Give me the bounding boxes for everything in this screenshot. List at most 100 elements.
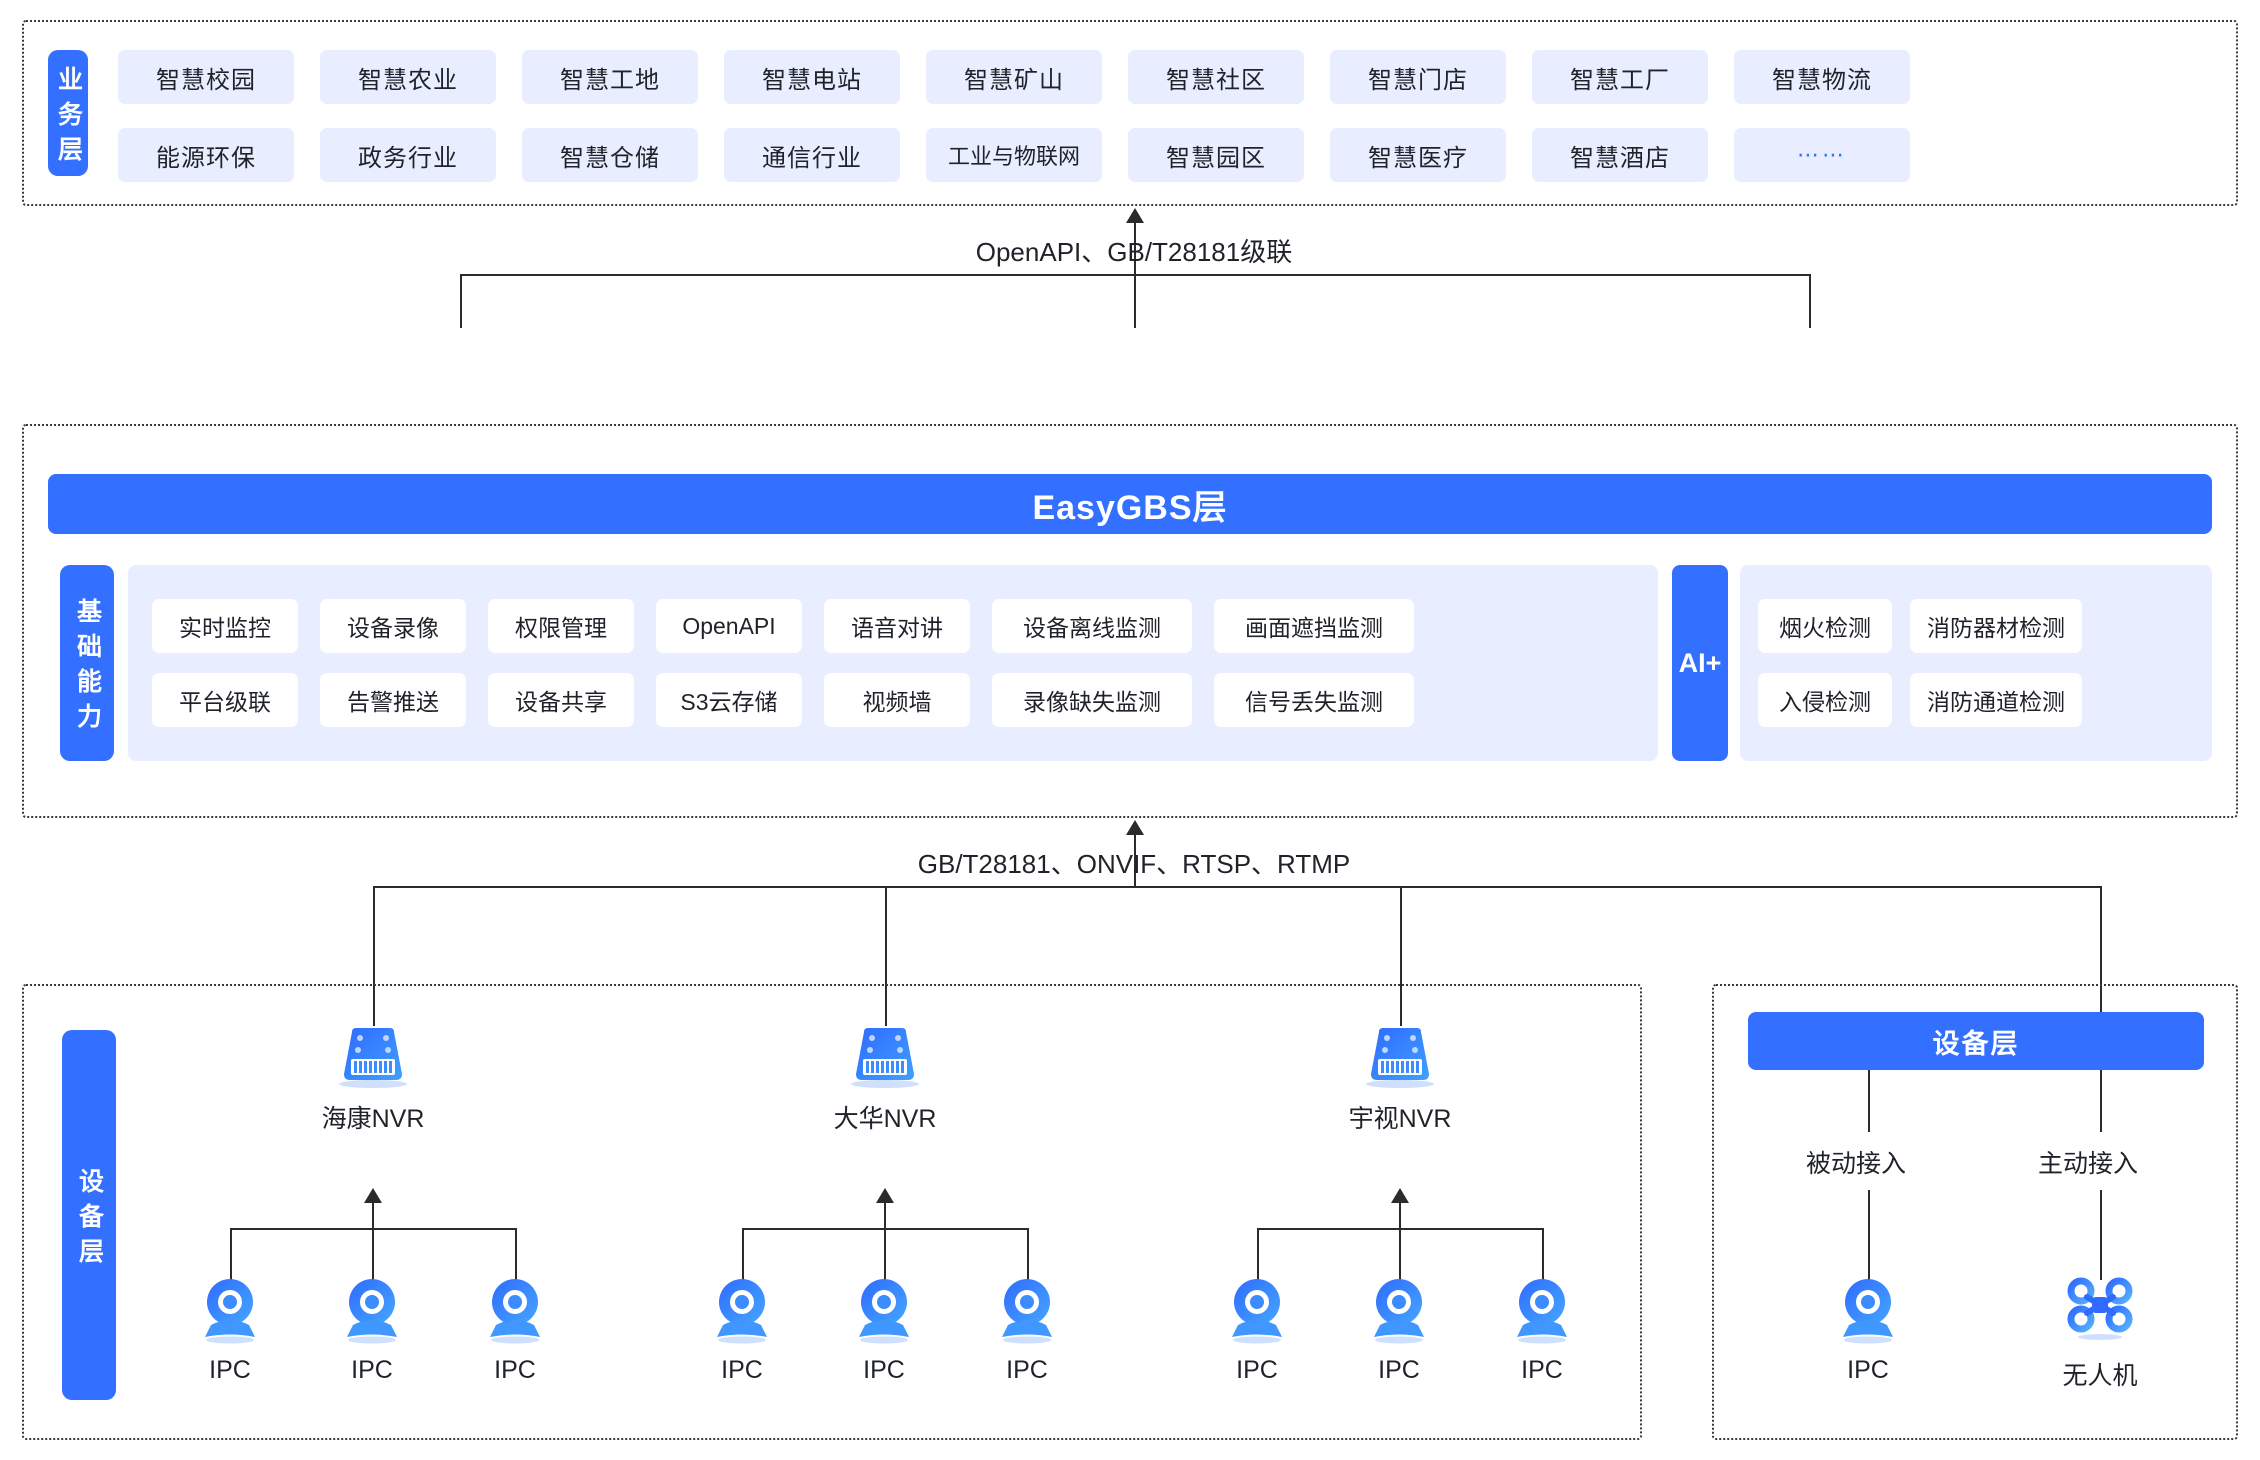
business-chip[interactable]: 工业与物联网 <box>926 128 1102 182</box>
nvr-node[interactable]: 海康NVR <box>303 1026 443 1135</box>
ai-capability-row-1: 烟火检测 消防器材检测 <box>1758 599 2194 653</box>
active-access-line-2 <box>2100 1190 2102 1280</box>
ai-capability-panel: 烟火检测 消防器材检测 入侵检测 消防通道检测 <box>1740 565 2212 761</box>
nvr-icon <box>851 1028 919 1088</box>
business-chip[interactable]: 智慧物流 <box>1734 50 1910 104</box>
capability-item[interactable]: 语音对讲 <box>824 599 970 653</box>
nvr-2-stem <box>884 1203 886 1228</box>
capability-item[interactable]: 录像缺失监测 <box>992 673 1192 727</box>
business-chip[interactable]: 智慧园区 <box>1128 128 1304 182</box>
ipc-label: IPC <box>494 1356 536 1384</box>
ipc-label: IPC <box>1006 1356 1048 1384</box>
passive-access-label: 被动接入 <box>1806 1150 1907 1178</box>
ipc-camera-icon <box>1517 1279 1567 1344</box>
drone-node[interactable]: 无人机 <box>2050 1275 2150 1392</box>
ipc-label: IPC <box>1521 1356 1563 1384</box>
business-chip[interactable]: 智慧工厂 <box>1532 50 1708 104</box>
nvr-label: 大华NVR <box>833 1105 937 1133</box>
capability-item[interactable]: 设备共享 <box>488 673 634 727</box>
connector-top-mid-drop <box>1134 274 1136 328</box>
capability-item[interactable]: S3云存储 <box>656 673 802 727</box>
ipc-node[interactable]: IPC <box>465 1275 565 1385</box>
capability-row-2: 平台级联 告警推送 设备共享 S3云存储 视频墙 录像缺失监测 信号丢失监测 <box>152 673 1634 727</box>
ai-capability-item[interactable]: 消防器材检测 <box>1910 599 2082 653</box>
ipc-camera-icon <box>1843 1279 1893 1344</box>
nvr-1-drop-b <box>372 1228 374 1280</box>
business-chip[interactable]: 智慧仓储 <box>522 128 698 182</box>
nvr-icon <box>339 1028 407 1088</box>
capability-item[interactable]: 视频墙 <box>824 673 970 727</box>
ipc-node[interactable]: IPC <box>322 1275 422 1385</box>
business-chip[interactable]: 智慧门店 <box>1330 50 1506 104</box>
active-access-line <box>2100 1070 2102 1132</box>
ai-capability-item[interactable]: 消防通道检测 <box>1910 673 2082 727</box>
capability-item[interactable]: 设备录像 <box>320 599 466 653</box>
ipc-node-right[interactable]: IPC <box>1818 1275 1918 1385</box>
ai-plus-tab: AI+ <box>1672 565 1728 761</box>
nvr-icon <box>1366 1028 1434 1088</box>
nvr-label: 宇视NVR <box>1348 1105 1452 1133</box>
nvr-3-stem <box>1399 1203 1401 1228</box>
ai-capability-item[interactable]: 烟火检测 <box>1758 599 1892 653</box>
ipc-node[interactable]: IPC <box>1349 1275 1449 1385</box>
capability-item[interactable]: 权限管理 <box>488 599 634 653</box>
ipc-camera-icon <box>1374 1279 1424 1344</box>
nvr-1-drop-c <box>515 1228 517 1280</box>
ipc-label: IPC <box>351 1356 393 1384</box>
nvr-1-stem <box>372 1203 374 1228</box>
drone-label: 无人机 <box>2062 1362 2138 1390</box>
business-chip[interactable]: 智慧医疗 <box>1330 128 1506 182</box>
business-chip[interactable]: 智慧社区 <box>1128 50 1304 104</box>
capability-panel: 实时监控 设备录像 权限管理 OpenAPI 语音对讲 设备离线监测 画面遮挡监… <box>128 565 1658 761</box>
ipc-node[interactable]: IPC <box>180 1275 280 1385</box>
connector-bottom-label: GB/T28181、ONVIF、RTSP、RTMP <box>917 849 1351 879</box>
connector-bottom-drop-1 <box>373 886 375 1026</box>
ai-capability-row-2: 入侵检测 消防通道检测 <box>1758 673 2194 727</box>
business-chip-more[interactable]: ⋯⋯ <box>1734 128 1910 182</box>
business-chip[interactable]: 智慧矿山 <box>926 50 1102 104</box>
connector-bottom-arrow-icon <box>1126 820 1144 835</box>
connector-top-stem <box>1134 222 1136 274</box>
nvr-node[interactable]: 大华NVR <box>815 1026 955 1135</box>
capability-item[interactable]: 告警推送 <box>320 673 466 727</box>
nvr-label: 海康NVR <box>321 1105 425 1133</box>
connector-top-right-drop <box>1809 274 1811 328</box>
business-chip[interactable]: 智慧农业 <box>320 50 496 104</box>
ai-capability-item[interactable]: 入侵检测 <box>1758 673 1892 727</box>
business-chip[interactable]: 智慧酒店 <box>1532 128 1708 182</box>
capability-item[interactable]: 平台级联 <box>152 673 298 727</box>
device-layer-frame-left <box>22 984 1642 1440</box>
nvr-3-drop-c <box>1542 1228 1544 1280</box>
ipc-camera-icon <box>347 1279 397 1344</box>
capability-item[interactable]: 画面遮挡监测 <box>1214 599 1414 653</box>
ipc-camera-icon <box>490 1279 540 1344</box>
business-chip[interactable]: 能源环保 <box>118 128 294 182</box>
capability-item[interactable]: OpenAPI <box>656 599 802 653</box>
nvr-3-drop-a <box>1257 1228 1259 1280</box>
easygbs-bar: EasyGBS层 <box>48 474 2212 534</box>
nvr-3-arrow-icon <box>1391 1188 1409 1203</box>
ipc-label: IPC <box>209 1356 251 1384</box>
ipc-node[interactable]: IPC <box>692 1275 792 1385</box>
capability-item[interactable]: 实时监控 <box>152 599 298 653</box>
business-layer-frame <box>22 20 2238 206</box>
business-chip[interactable]: 政务行业 <box>320 128 496 182</box>
nvr-node[interactable]: 宇视NVR <box>1330 1026 1470 1135</box>
nvr-1-drop-a <box>230 1228 232 1280</box>
ipc-camera-icon <box>1002 1279 1052 1344</box>
platform-capability-tab: 基础能力 <box>60 565 114 761</box>
capability-item[interactable]: 信号丢失监测 <box>1214 673 1414 727</box>
ipc-node[interactable]: IPC <box>1492 1275 1592 1385</box>
active-access-label: 主动接入 <box>2038 1150 2139 1178</box>
ipc-node[interactable]: IPC <box>977 1275 1077 1385</box>
business-chip[interactable]: 通信行业 <box>724 128 900 182</box>
ipc-node[interactable]: IPC <box>1207 1275 1307 1385</box>
capability-item[interactable]: 设备离线监测 <box>992 599 1192 653</box>
business-chip[interactable]: 智慧工地 <box>522 50 698 104</box>
ipc-camera-icon <box>205 1279 255 1344</box>
ipc-node[interactable]: IPC <box>834 1275 934 1385</box>
ipc-camera-icon <box>859 1279 909 1344</box>
business-chip[interactable]: 智慧校园 <box>118 50 294 104</box>
business-chip[interactable]: 智慧电站 <box>724 50 900 104</box>
